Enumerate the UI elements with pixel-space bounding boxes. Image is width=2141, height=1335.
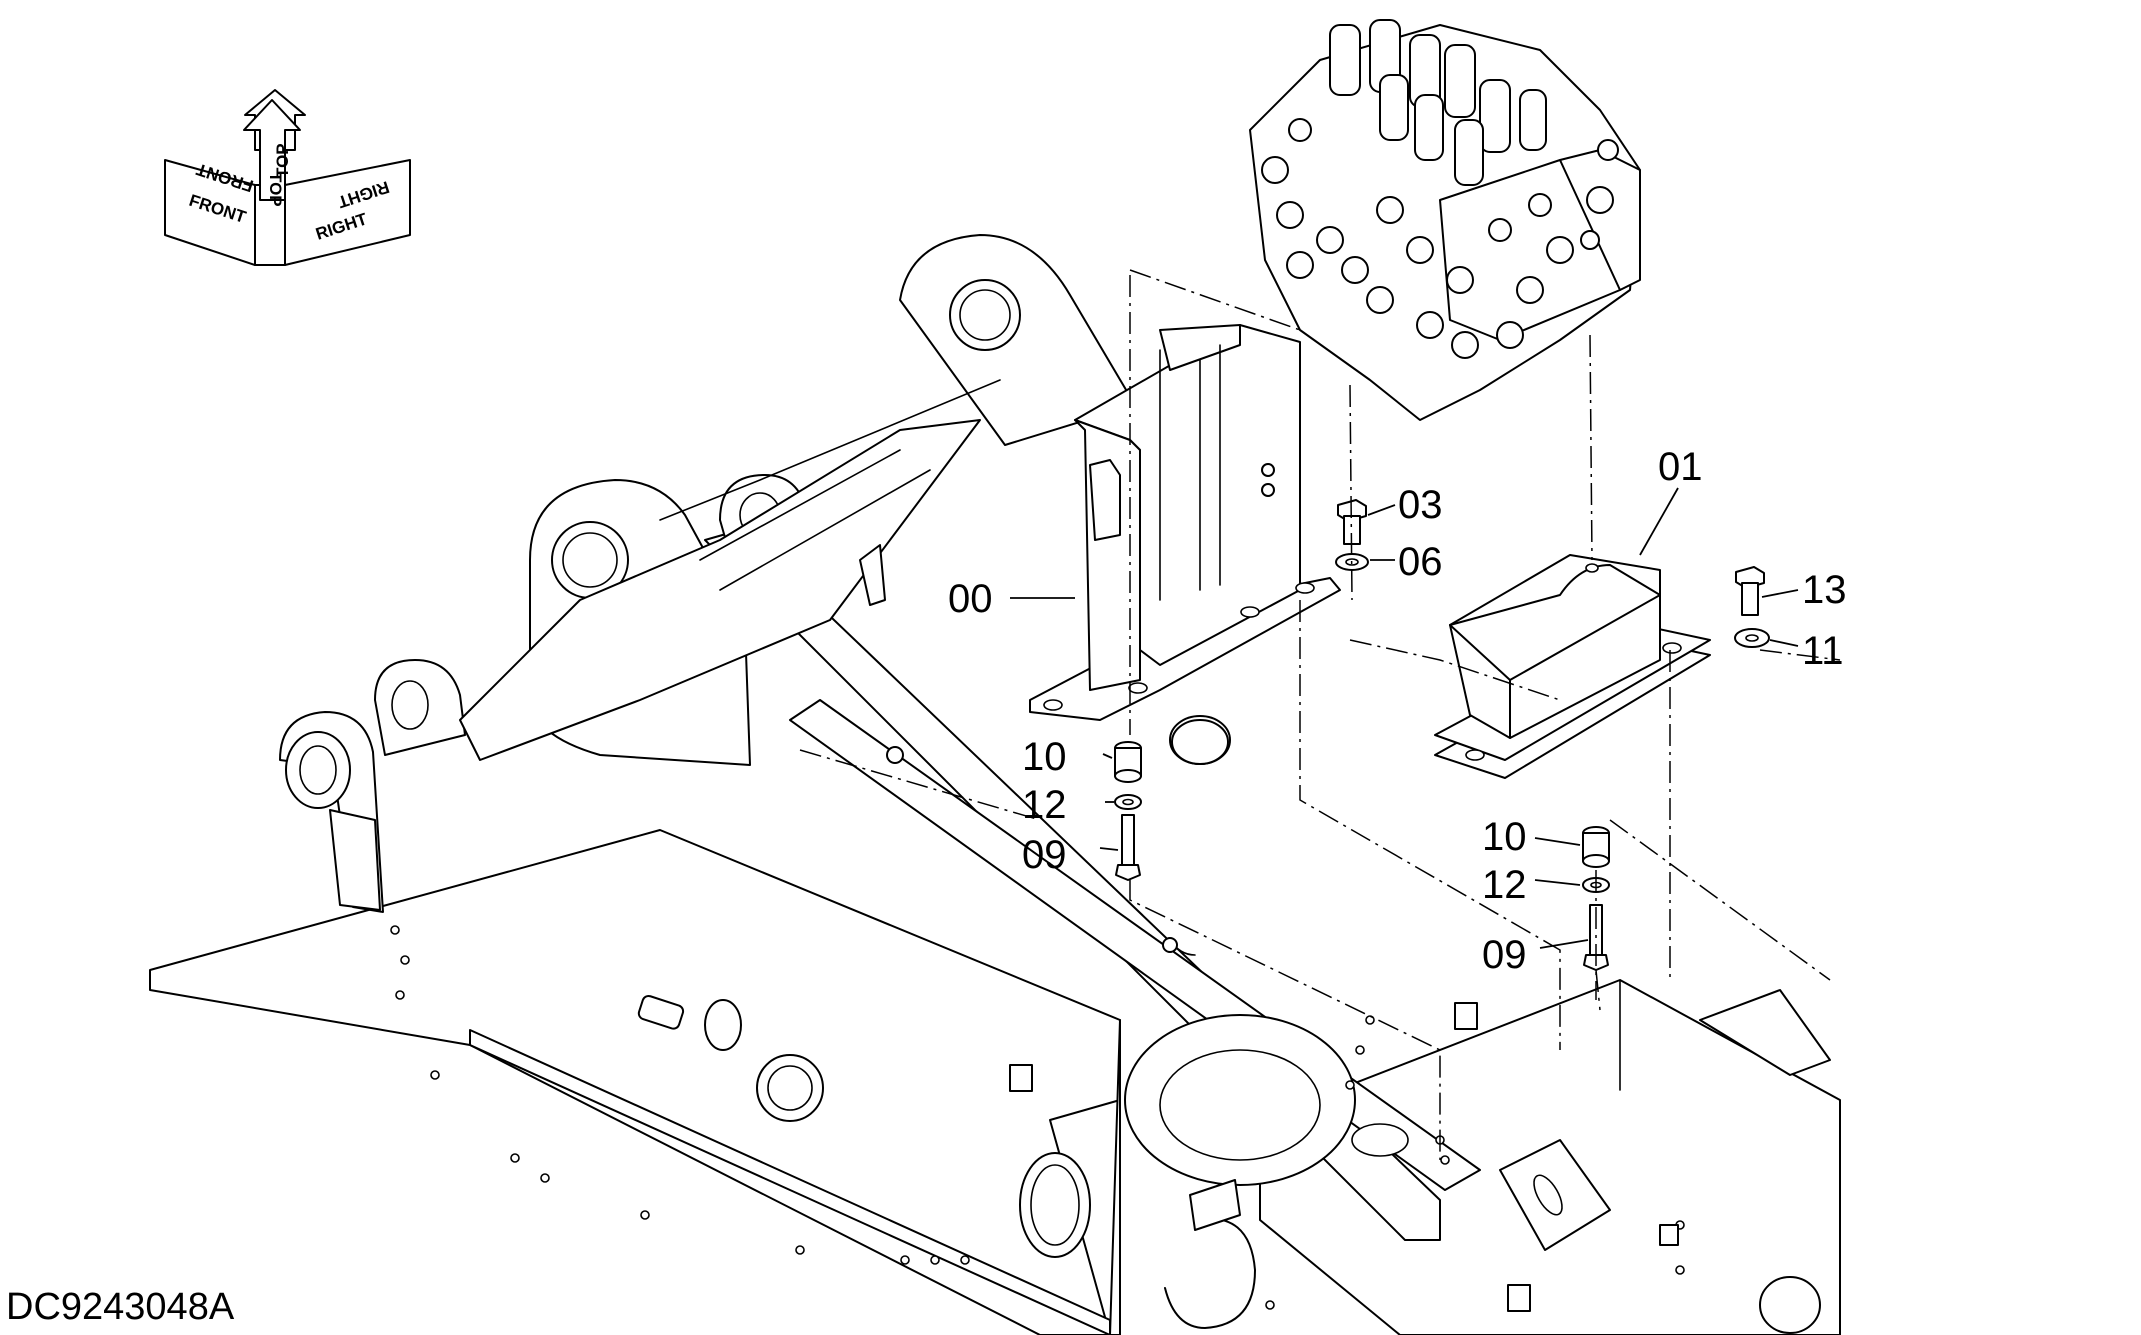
center-lines	[799, 269, 1841, 1160]
top-label-mirrored: TOP	[273, 143, 292, 178]
callout-00: 00	[948, 577, 993, 621]
valve-fittings	[1261, 118, 1619, 359]
callout-09-right: 09	[1482, 933, 1527, 977]
callouts: 00 01 03 06 13 11 10 12 09 10 12 09	[948, 445, 1847, 977]
valve-spool-caps	[1329, 19, 1547, 186]
orientation-icon: FRONT FRONT TOP TOP RIGHT RIGHT	[164, 89, 411, 266]
drawing-code: DC9243048A	[6, 1286, 235, 1328]
top-label: TOP	[266, 172, 285, 207]
callout-01: 01	[1658, 445, 1703, 489]
fasteners	[1114, 499, 1770, 971]
machine-frame	[149, 529, 1841, 1335]
part-01-mount	[1434, 554, 1711, 779]
callout-12-right: 12	[1482, 863, 1527, 907]
callout-03: 03	[1398, 483, 1443, 527]
boom-brackets	[279, 234, 1231, 956]
callout-06: 06	[1398, 540, 1443, 584]
leader-lines	[1010, 487, 1799, 949]
control-valve	[1249, 19, 1641, 421]
callout-10-right: 10	[1482, 815, 1527, 859]
callout-11: 11	[1802, 629, 1844, 673]
callout-09-left: 09	[1022, 833, 1067, 877]
callout-10-left: 10	[1022, 735, 1067, 779]
part-00-support-bracket	[1029, 324, 1341, 721]
callout-13: 13	[1802, 568, 1847, 612]
callout-12-left: 12	[1022, 783, 1067, 827]
